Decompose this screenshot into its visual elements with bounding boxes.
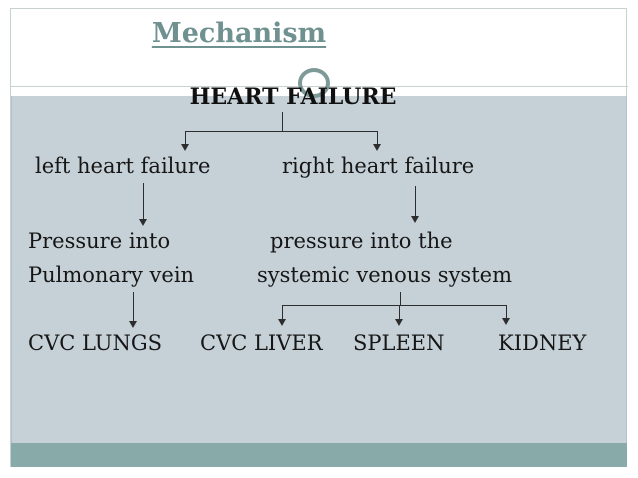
- connector-branch-horizontal: [185, 131, 378, 132]
- footer-accent-bar: [11, 443, 627, 467]
- connector-liver-drop: [282, 306, 283, 319]
- connector-right-node-drop: [415, 186, 416, 216]
- connector-kidney-drop: [506, 306, 507, 318]
- arrowhead-to-kidney-icon: [502, 318, 510, 325]
- arrowhead-to-right-node-icon: [373, 144, 381, 151]
- node-kidney: KIDNEY: [498, 331, 587, 355]
- node-right-heart-failure: right heart failure: [282, 154, 475, 178]
- node-cvc-lungs: CVC LUNGS: [28, 331, 163, 355]
- connector-branch-right-drop: [377, 132, 378, 144]
- text-left-detail-line1: Pressure into: [28, 229, 171, 253]
- slide-title: Mechanism: [151, 18, 327, 49]
- connector-systemic-stem: [400, 292, 401, 305]
- connector-pulmonary-drop: [133, 292, 134, 321]
- node-heart-failure: HEART FAILURE: [189, 84, 397, 110]
- connector-left-node-drop: [143, 183, 144, 219]
- slide-content-area: [11, 96, 627, 443]
- arrowhead-to-cvc-lungs-icon: [129, 321, 137, 328]
- connector-spleen-drop: [399, 306, 400, 319]
- arrowhead-to-spleen-icon: [395, 319, 403, 326]
- text-right-detail-line2: systemic venous system: [257, 263, 512, 287]
- arrowhead-to-left-detail-icon: [139, 219, 147, 226]
- arrowhead-to-left-node-icon: [181, 144, 189, 151]
- node-cvc-liver: CVC LIVER: [200, 331, 323, 355]
- text-left-detail-line2: Pulmonary vein: [28, 263, 195, 287]
- connector-outcomes-horizontal: [282, 305, 507, 306]
- ring-decoration-icon: [298, 68, 330, 98]
- node-spleen: SPLEEN: [353, 331, 445, 355]
- connector-root-stem: [282, 112, 283, 131]
- arrowhead-to-cvc-liver-icon: [278, 319, 286, 326]
- text-right-detail-line1: pressure into the: [270, 229, 453, 253]
- node-left-heart-failure: left heart failure: [35, 154, 211, 178]
- connector-branch-left-drop: [185, 132, 186, 144]
- arrowhead-to-right-detail-icon: [411, 216, 419, 223]
